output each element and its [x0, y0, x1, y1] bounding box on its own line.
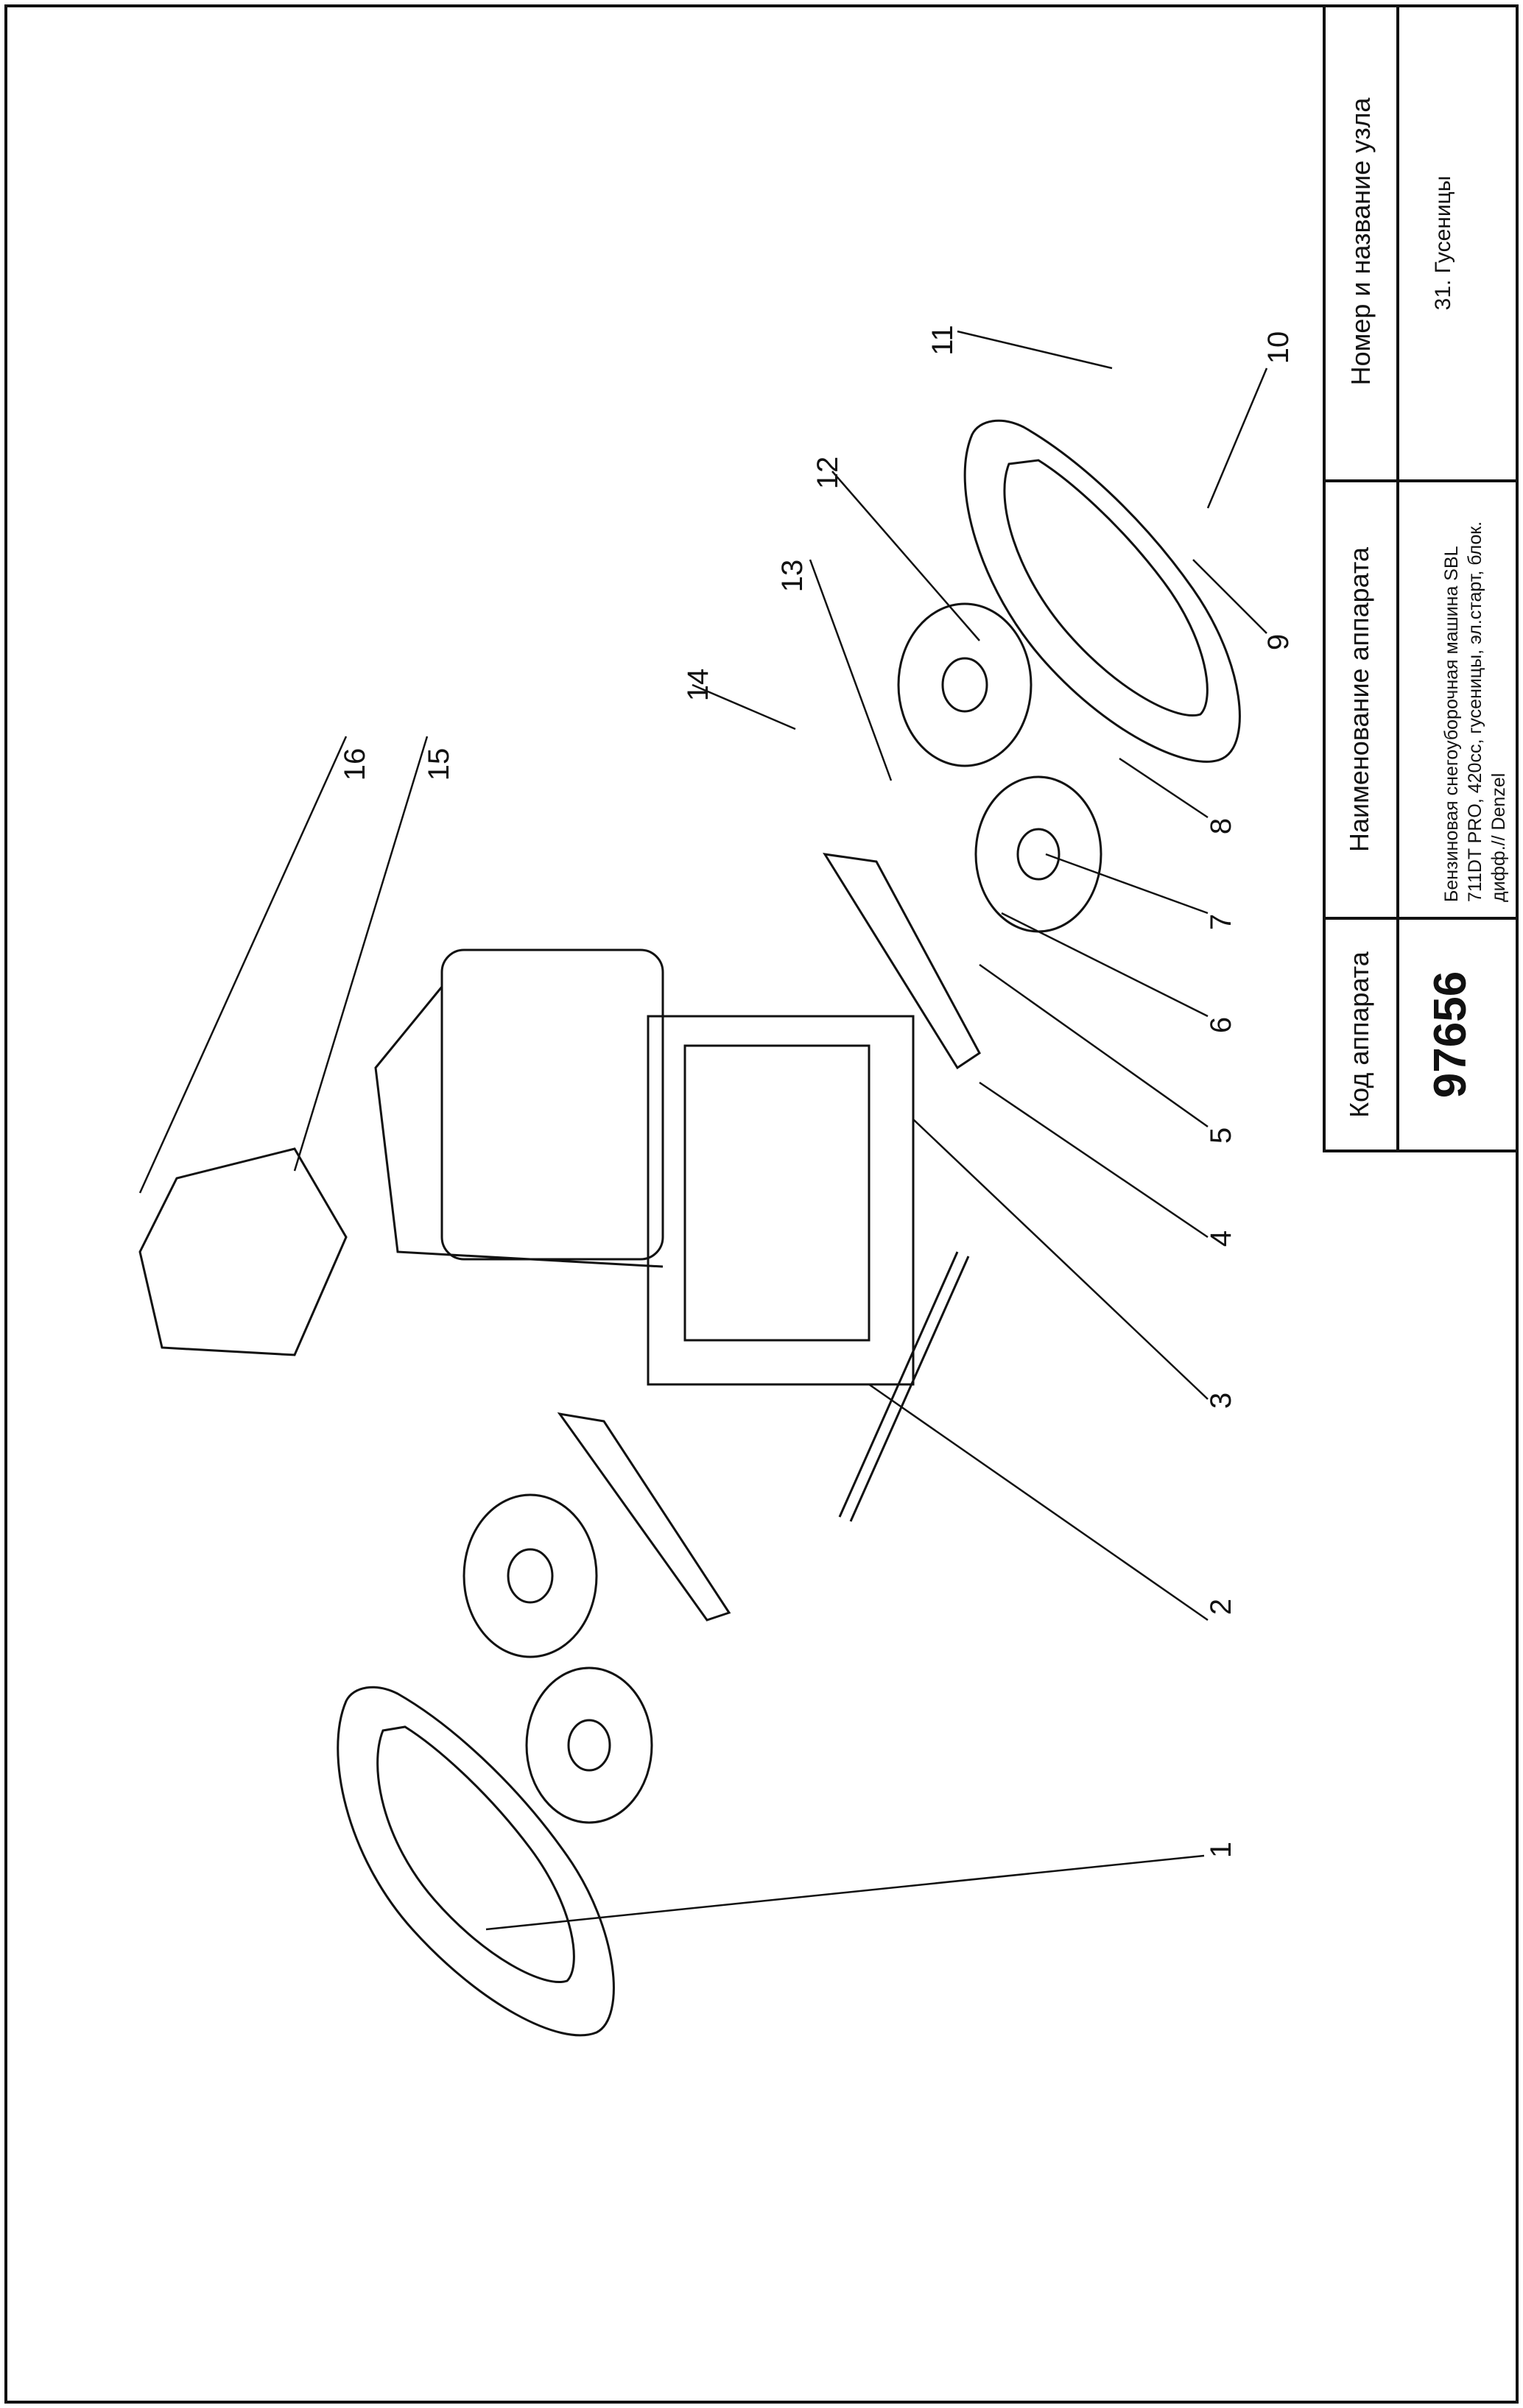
left-front-wheel: [525, 1666, 653, 1824]
callout-15: 15: [423, 747, 455, 781]
callout-3: 3: [1205, 1392, 1237, 1409]
title-block-divider-h2: [1323, 917, 1519, 920]
right-front-wheel: [974, 775, 1102, 933]
left-track: [337, 1686, 615, 2037]
name-header: Наименование аппарата: [1344, 547, 1374, 852]
right-rear-wheel: [897, 602, 1033, 767]
callout-14: 14: [682, 668, 714, 702]
callout-2: 2: [1205, 1598, 1237, 1616]
right-track: [963, 419, 1241, 763]
title-block: [1323, 4, 1519, 1152]
code-header: Код аппарата: [1344, 951, 1374, 1118]
callout-7: 7: [1205, 913, 1237, 931]
callout-13: 13: [776, 559, 809, 593]
callout-12: 12: [812, 456, 844, 490]
callout-5: 5: [1205, 1127, 1237, 1144]
title-block-divider-h1: [1323, 479, 1519, 482]
unit-value: 31. Гусеницы: [1431, 175, 1455, 311]
right-track-bracket: [823, 853, 981, 1070]
left-track-bracket: [557, 1412, 731, 1622]
name-value: Бензиновая снегоуборочная машина SBL 711…: [1441, 521, 1509, 902]
code-value: 97656: [1425, 971, 1476, 1099]
callout-6: 6: [1205, 1016, 1237, 1034]
left-rear-wheel: [462, 1493, 598, 1658]
callout-8: 8: [1205, 817, 1237, 835]
unit-header: Номер и название узла: [1346, 97, 1376, 386]
drawing-frame: [4, 4, 1519, 2404]
axle-shaft: [838, 1251, 970, 1522]
callout-16: 16: [339, 747, 371, 781]
belt-cover: [138, 1147, 348, 1356]
engine-assembly: [374, 948, 915, 1386]
title-block-divider-v: [1396, 4, 1399, 1152]
callout-11: 11: [926, 325, 959, 356]
callout-9: 9: [1262, 633, 1295, 651]
callout-4: 4: [1205, 1230, 1237, 1247]
callout-1: 1: [1205, 1841, 1237, 1859]
callout-10: 10: [1262, 331, 1295, 365]
